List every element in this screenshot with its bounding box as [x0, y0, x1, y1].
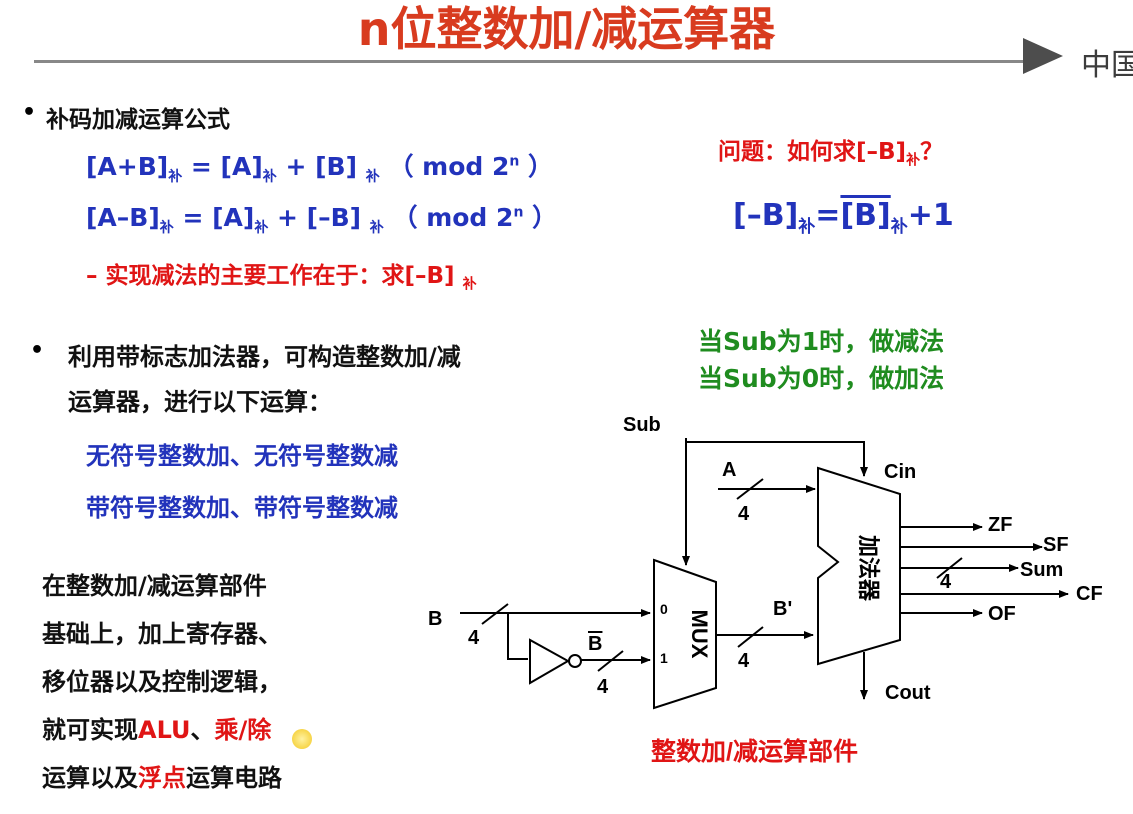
title-divider — [34, 60, 1034, 63]
cout-label: Cout — [885, 682, 931, 704]
sub-note-2: 当Sub为0时，做加法 — [698, 364, 945, 393]
formula-add: [A+B]补 = [A]补 + [B] 补 （ mod 2n ） — [86, 147, 553, 186]
subtraction-note-sub: 补 — [462, 276, 477, 293]
sum-bus-tick — [936, 557, 963, 579]
alu-paragraph-line: 运算以及浮点运算电路 — [42, 754, 282, 802]
cf-label: CF — [1076, 583, 1103, 605]
a-label: A — [722, 459, 736, 481]
answer-lhs: [–B] — [733, 198, 799, 233]
subtraction-note-text: – 实现减法的主要工作在于：求[–B] — [86, 263, 463, 289]
float-highlight: 浮点 — [138, 764, 186, 792]
zf-label: ZF — [988, 514, 1012, 536]
page-title: n位整数加/减运算器 — [357, 2, 776, 56]
b-bits-label: 4 — [468, 627, 480, 649]
formula-add-sub: 补 — [168, 169, 183, 185]
formula-sub-eq: = [A] — [173, 203, 255, 232]
b-bus-tick — [481, 603, 509, 625]
formula-heading: 补码加减运算公式 — [46, 107, 230, 133]
logo-text: 中国 — [1081, 48, 1133, 83]
question: 问题：如何求[–B]补？ — [718, 132, 943, 170]
formula-sub: [A–B]补 = [A]补 + [–B] 补 （ mod 2n ） — [86, 198, 557, 237]
sub-to-cin-wire — [686, 441, 868, 477]
alu-paragraph: 在整数加/减运算部件 基础上，加上寄存器、 移位器以及控制逻辑， 就可实现ALU… — [42, 562, 282, 802]
formula-add-plus: + [B] — [276, 152, 366, 181]
alu-paragraph-line: 基础上，加上寄存器、 — [42, 620, 282, 648]
mux-input1-label: 1 — [660, 650, 668, 666]
muldiv-highlight: 乘/除 — [214, 716, 272, 744]
sub-label: Sub — [623, 414, 661, 436]
formula-add-sub: 补 — [365, 169, 380, 185]
formula-add-mod: （ mod 2 — [379, 152, 510, 181]
formula-add-lhs: [A+B] — [86, 152, 169, 181]
bbar-label: B — [588, 633, 602, 655]
adder-intro-line1: 利用带标志加法器，可构造整数加/减 — [68, 343, 461, 371]
bprime-label: B' — [773, 598, 792, 620]
bullet: • — [22, 100, 37, 125]
question-mark: ？ — [920, 139, 944, 165]
operations-signed: 带符号整数加、带符号整数减 — [86, 494, 398, 522]
alu-paragraph-line: 移位器以及控制逻辑， — [42, 668, 282, 696]
sum-bits-label: 4 — [940, 571, 952, 593]
mux-body — [653, 558, 717, 710]
formula-sub-plus: + [–B] — [268, 203, 370, 232]
adder-body — [817, 466, 901, 666]
logo-play-icon — [1023, 38, 1063, 74]
answer-formula: [–B]补=[B]补+1 — [733, 198, 954, 237]
formula-sub-exp: n — [513, 204, 524, 221]
answer-bbar: [B] — [840, 198, 891, 233]
a-bits-label: 4 — [738, 503, 750, 525]
bbar-bits-label: 4 — [597, 676, 609, 698]
bprime-bits-label: 4 — [738, 650, 750, 672]
adder-label: 加法器 — [856, 534, 881, 602]
inverter-gate — [529, 638, 571, 685]
answer-sub: 补 — [798, 217, 816, 237]
diagram-caption: 整数加/减运算部件 — [651, 737, 858, 766]
answer-plus-one: +1 — [907, 198, 954, 233]
sf-label: SF — [1043, 534, 1069, 556]
alu-highlight: ALU — [138, 716, 191, 744]
answer-eq: = — [815, 198, 841, 233]
b-to-inverter-wire — [507, 613, 528, 660]
a-bus-tick — [736, 478, 764, 500]
question-text: 问题：如何求[–B] — [718, 139, 907, 165]
mouse-cursor-icon — [292, 729, 312, 749]
answer-sub: 补 — [890, 217, 908, 237]
operations-unsigned: 无符号整数加、无符号整数减 — [86, 442, 398, 470]
logo: 中国 — [1023, 32, 1133, 83]
cin-label: Cin — [884, 461, 916, 483]
inverter-bubble — [568, 654, 582, 668]
mux-input0-label: 0 — [660, 601, 668, 617]
formula-add-close: ） — [519, 152, 554, 181]
formula-sub-mod: （ mod 2 — [383, 203, 514, 232]
sub-note-1: 当Sub为1时，做减法 — [698, 327, 945, 356]
sum-label: Sum — [1020, 559, 1063, 581]
alu-paragraph-text: 就可实现 — [42, 716, 138, 744]
b-label: B — [428, 608, 442, 630]
formula-sub-lhs: [A–B] — [86, 203, 160, 232]
alu-paragraph-line: 就可实现ALU、乘/除 — [42, 706, 282, 754]
formula-sub-sub: 补 — [159, 220, 174, 236]
of-label: OF — [988, 603, 1016, 625]
formula-add-eq: = [A] — [182, 152, 263, 181]
mux-label: MUX — [687, 610, 712, 659]
formula-sub-sub: 补 — [369, 220, 384, 236]
formula-add-sub: 补 — [262, 169, 277, 185]
formula-sub-close: ） — [523, 203, 558, 232]
bbar-bus-tick — [597, 650, 624, 672]
subtraction-note: – 实现减法的主要工作在于：求[–B] 补 — [86, 256, 477, 294]
bprime-bus-tick — [737, 626, 764, 648]
alu-paragraph-line: 在整数加/减运算部件 — [42, 572, 267, 600]
question-sub: 补 — [906, 152, 921, 169]
alu-paragraph-text: 、 — [190, 716, 215, 744]
alu-paragraph-text: 运算以及 — [42, 764, 138, 792]
formula-sub-sub: 补 — [254, 220, 269, 236]
adder-intro-line2: 运算器，进行以下运算： — [68, 388, 332, 416]
bullet: • — [30, 338, 45, 363]
alu-paragraph-text: 运算电路 — [186, 764, 282, 792]
formula-add-exp: n — [509, 153, 520, 170]
